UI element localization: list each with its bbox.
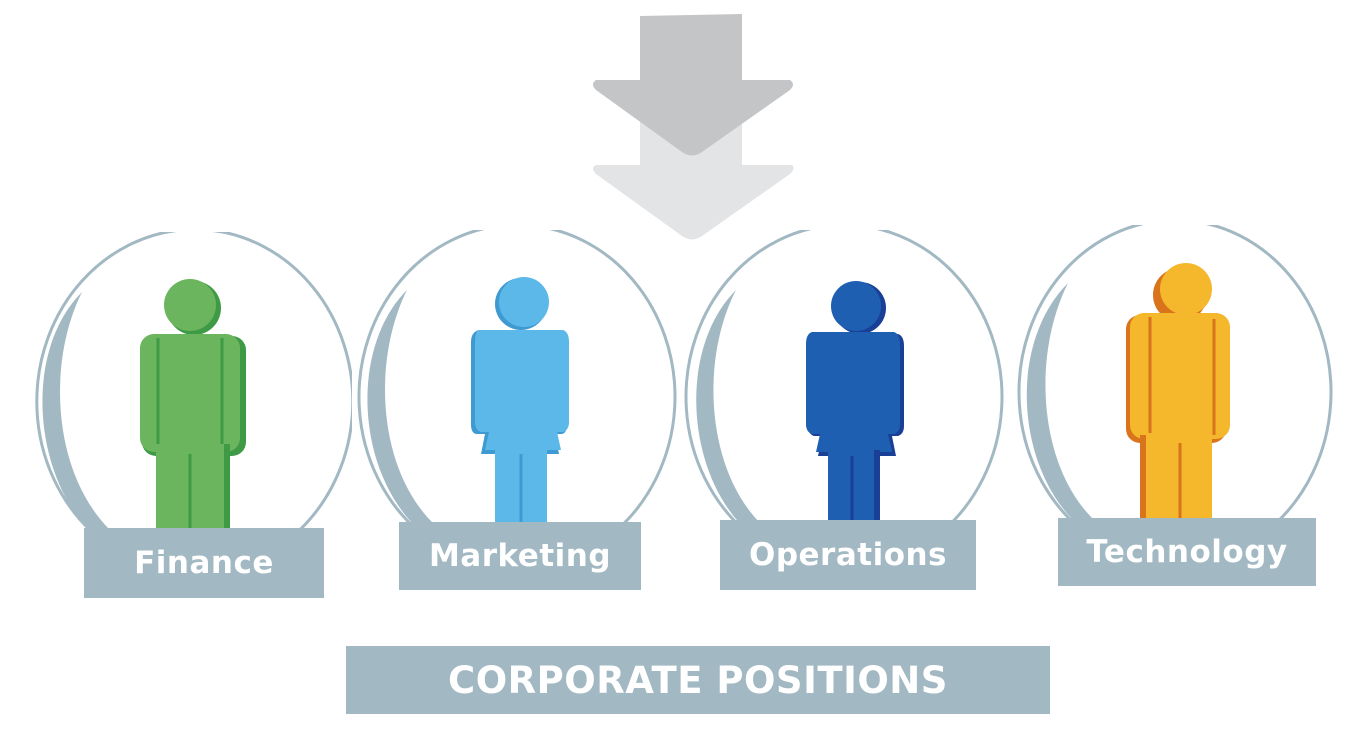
- male-figure-icon: [140, 279, 246, 529]
- position-label: Finance: [84, 528, 324, 598]
- position-finance: Finance: [22, 232, 352, 602]
- ring-frame: [35, 232, 352, 542]
- corporate-positions-banner: CORPORATE POSITIONS: [346, 646, 1050, 714]
- position-label: Technology: [1058, 518, 1316, 586]
- position-marketing: Marketing: [347, 230, 677, 600]
- male-figure-icon: [1126, 263, 1230, 521]
- female-figure-icon: [471, 277, 569, 524]
- position-label: Operations: [720, 520, 976, 590]
- ring-frame: [684, 230, 1004, 535]
- down-arrow-icon: [593, 14, 794, 240]
- ring-frame: [357, 230, 677, 535]
- position-operations: Operations: [682, 230, 1012, 600]
- position-technology: Technology: [1012, 225, 1342, 595]
- female-figure-icon: [806, 281, 904, 525]
- ring-frame: [1017, 225, 1333, 530]
- position-label: Marketing: [399, 522, 641, 590]
